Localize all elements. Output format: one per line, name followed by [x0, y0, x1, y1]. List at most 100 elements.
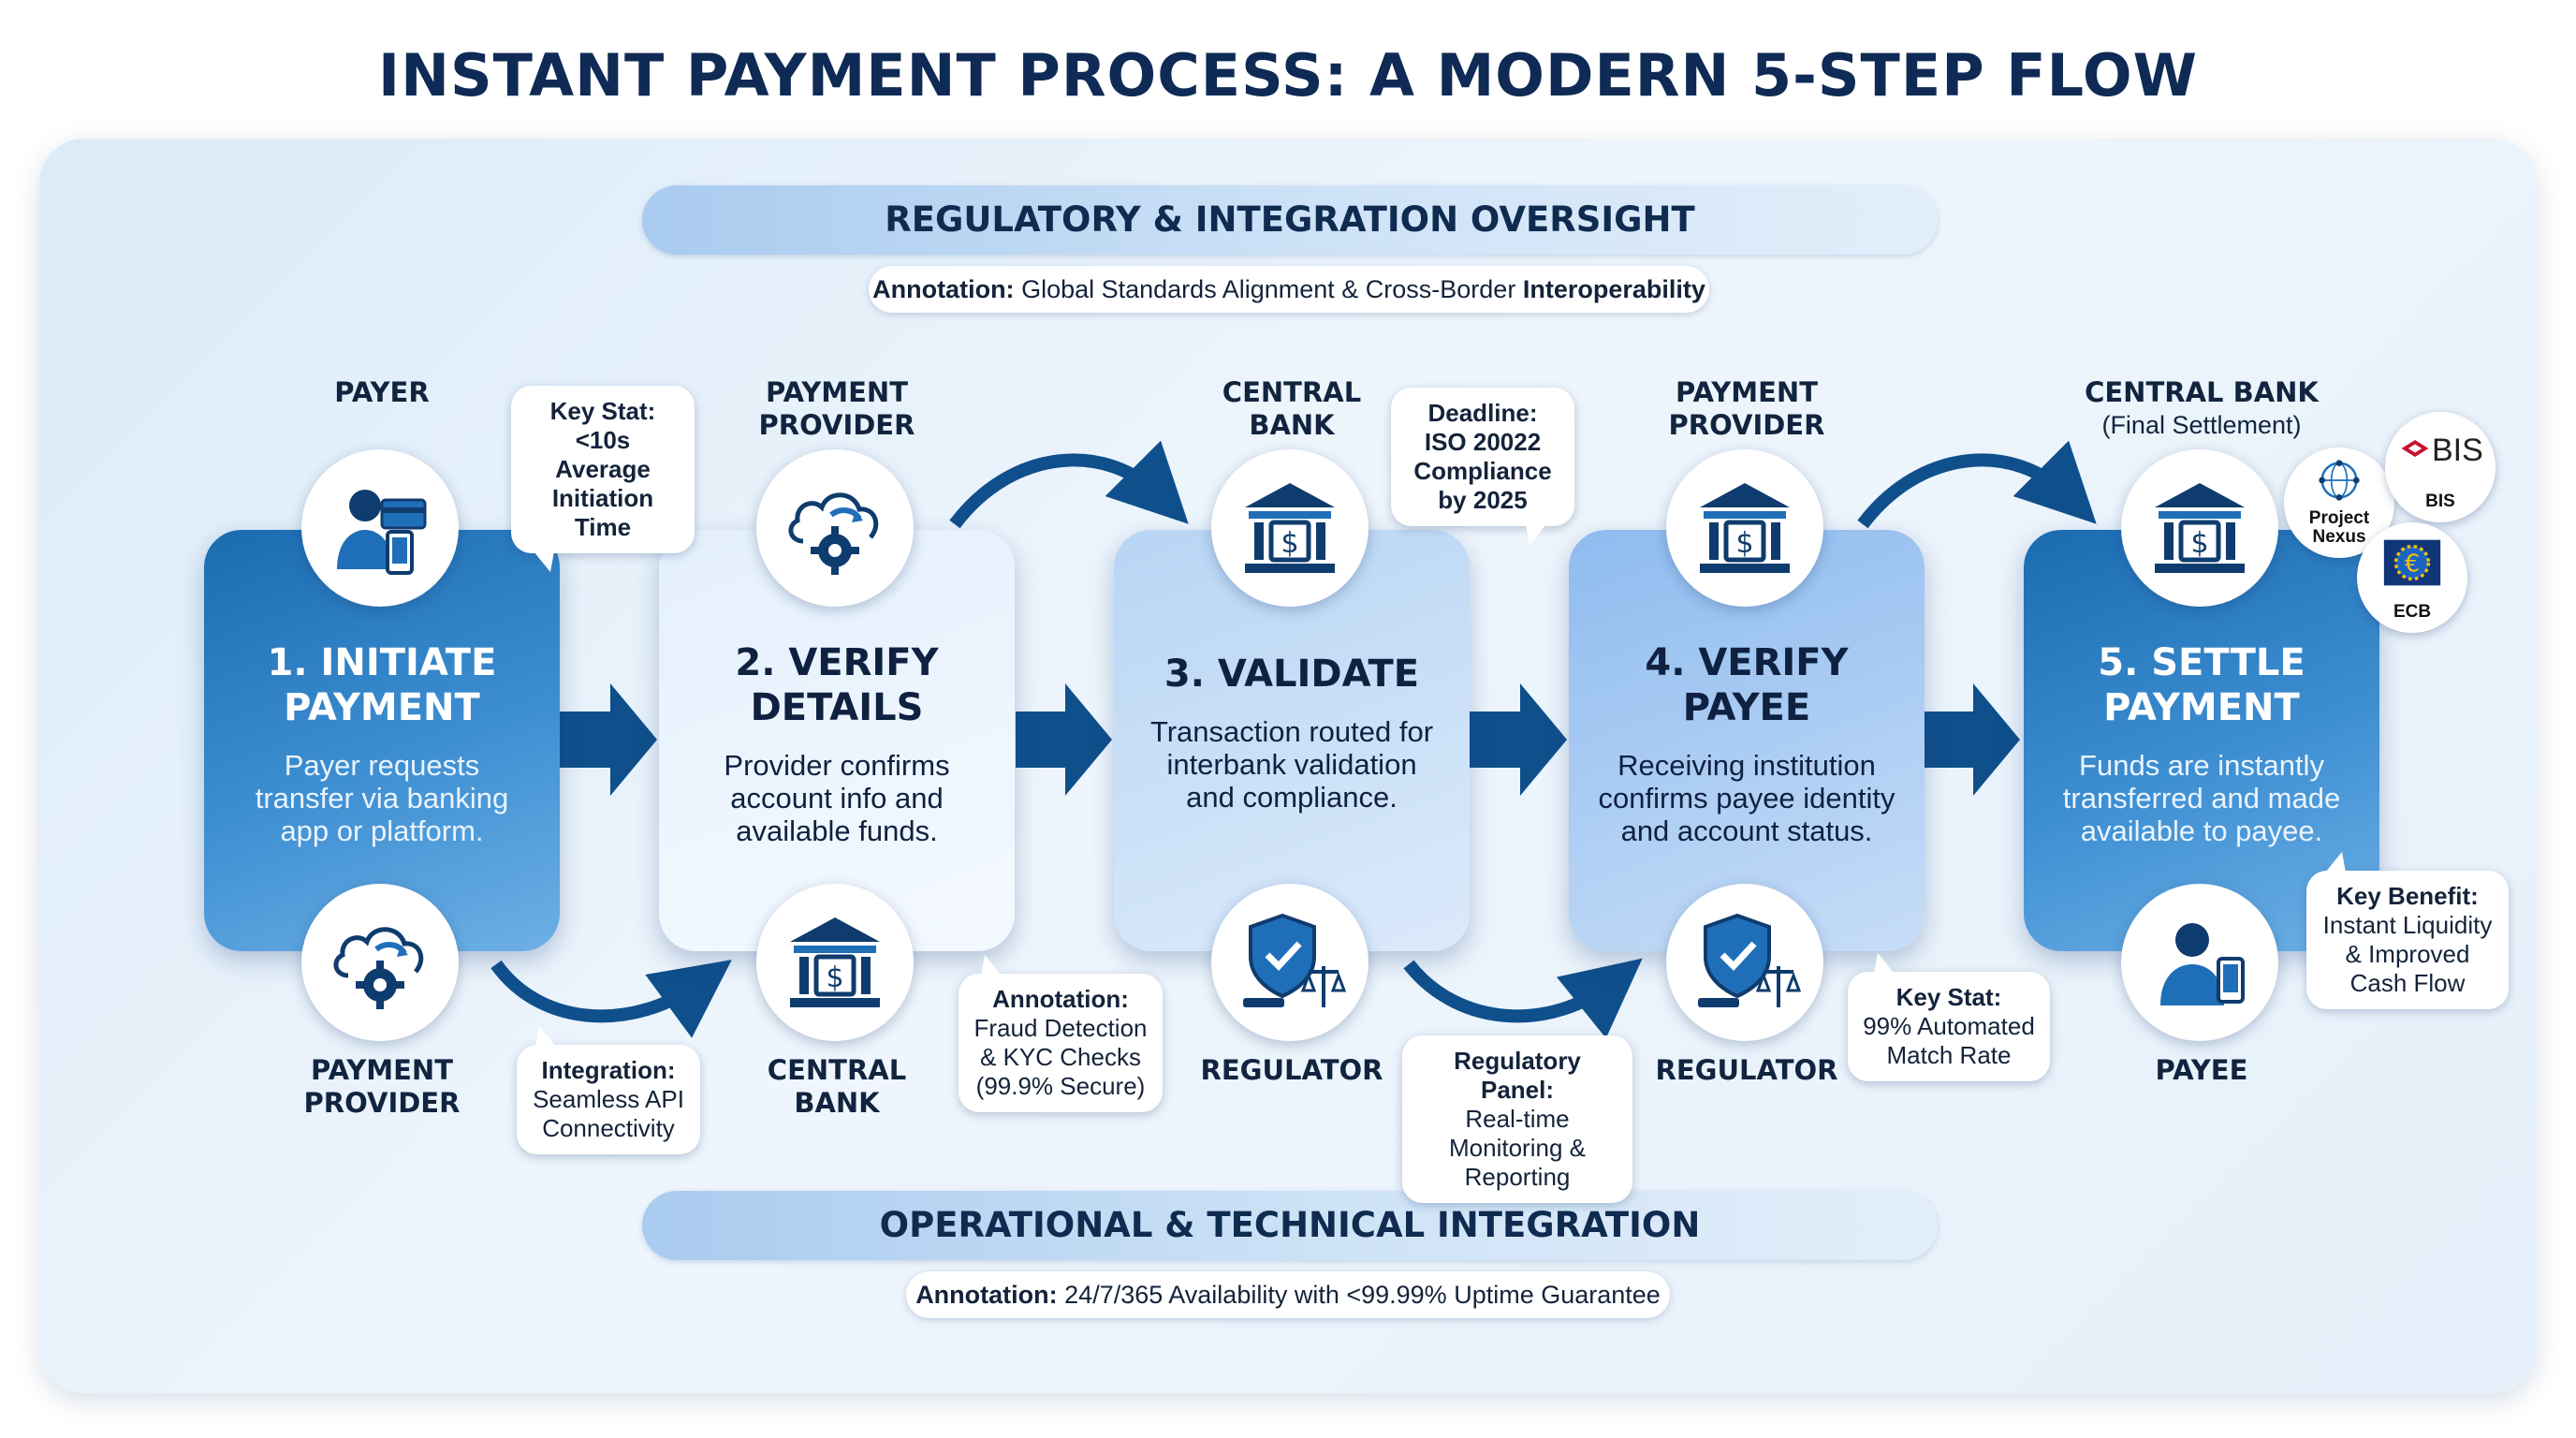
circle-top-2: [756, 449, 914, 607]
step-1-title-line1: 1. INITIATE: [267, 641, 497, 684]
step-2-desc-line1: Provider confirms: [724, 749, 950, 782]
callout-regulatory-head: Regulatory Panel:: [1454, 1047, 1581, 1104]
step-4-desc-line1: Receiving institution: [1617, 749, 1876, 782]
role-bottom-2: CENTRAL BANK: [743, 1054, 930, 1120]
top-annotation-text: Global Standards Alignment & Cross-Borde…: [1021, 275, 1516, 303]
bis-wordmark: BIS: [2432, 433, 2483, 468]
operational-integration-band: OPERATIONAL & TECHNICAL INTEGRATION: [642, 1191, 1938, 1260]
shield-scales-icon: [1698, 913, 1801, 1007]
role-top-3-line2: BANK: [1249, 409, 1335, 441]
payee-person-icon: [2160, 923, 2245, 1005]
step-1-title-line2: PAYMENT: [284, 686, 480, 729]
callout-regulatory-line2: Monitoring &: [1449, 1134, 1586, 1162]
callout-deadline-line1: ISO 20022: [1424, 428, 1542, 456]
circle-bottom-4: [1666, 884, 1823, 1041]
step-5-title-line1: 5. SETTLE: [2098, 641, 2305, 684]
step-5-desc-line2: transferred and made: [2062, 782, 2341, 814]
callout-deadline-head: Deadline:: [1427, 399, 1538, 427]
step-3-desc-line2: interbank validation: [1166, 748, 1417, 781]
step-3-title-line1: 3. VALIDATE: [1164, 653, 1420, 696]
globe-network-icon: [2319, 460, 2360, 501]
role-top-3-line1: CENTRAL: [1222, 376, 1362, 408]
step-3-desc-line1: Transaction routed for: [1149, 715, 1434, 748]
svg-text:€: €: [2405, 550, 2420, 578]
circle-top-5: $: [2121, 449, 2278, 607]
role-bottom-3-line1: REGULATOR: [1200, 1054, 1383, 1086]
step-5-title-line2: PAYMENT: [2103, 686, 2300, 729]
callout-key-stat-2-head: Key Stat:: [1895, 983, 2002, 1011]
step-1-desc-line2: transfer via banking: [255, 782, 509, 814]
circle-top-4: $: [1666, 449, 1823, 607]
role-bottom-1-line1: PAYMENT: [311, 1054, 453, 1086]
role-bottom-4: REGULATOR: [1634, 1054, 1859, 1087]
ecb-logo: € ECB: [2357, 522, 2467, 633]
callout-key-benefit-line2: & Improved: [2345, 940, 2470, 968]
circle-bottom-2: $: [756, 884, 914, 1041]
role-bottom-4-line1: REGULATOR: [1655, 1054, 1838, 1086]
role-top-2-line2: PROVIDER: [758, 409, 915, 441]
role-bottom-3: REGULATOR: [1179, 1054, 1404, 1087]
callout-deadline-line3: by 2025: [1438, 486, 1528, 514]
callout-key-stat-2-line2: Match Rate: [1886, 1041, 2012, 1069]
callout-key-benefit-head: Key Benefit:: [2336, 882, 2479, 910]
callout-fraud-head: Annotation:: [992, 985, 1129, 1013]
step-4-title-line2: PAYEE: [1682, 686, 1811, 729]
callout-integration-head: Integration:: [541, 1056, 676, 1084]
role-top-4-line1: PAYMENT: [1676, 376, 1818, 408]
callout-key-stat-match-rate: Key Stat: 99% Automated Match Rate: [1848, 953, 2050, 1081]
callout-regulatory-line1: Real-time: [1465, 1105, 1570, 1133]
role-top-2: PAYMENT PROVIDER: [743, 376, 930, 442]
callout-integration: Integration: Seamless API Connectivity: [517, 1026, 700, 1154]
step-2-title-line2: DETAILS: [750, 686, 924, 729]
top-annotation-bold-tail: Interoperability: [1522, 275, 1705, 303]
circle-top-1: [301, 449, 459, 607]
bottom-annotation: Annotation: 24/7/365 Availability with <…: [906, 1271, 1670, 1318]
bank-icon: $: [1700, 483, 1790, 573]
callout-integration-line1: Seamless API: [533, 1085, 684, 1113]
callout-deadline-line2: Compliance: [1413, 457, 1552, 485]
callout-deadline: Deadline: ISO 20022 Compliance by 2025: [1391, 388, 1574, 545]
svg-text:$: $: [2190, 527, 2208, 560]
svg-text:$: $: [1735, 527, 1753, 560]
page-title: INSTANT PAYMENT PROCESS: A MODERN 5-STEP…: [378, 41, 2198, 110]
role-top-5-line2: (Final Settlement): [2101, 411, 2302, 439]
callout-key-stat-1-line3: Time: [574, 513, 632, 541]
step-card-4: 4. VERIFY PAYEE Receiving institution co…: [1569, 530, 1925, 951]
circle-bottom-5: [2121, 884, 2278, 1041]
role-bottom-2-line1: CENTRAL: [767, 1054, 907, 1086]
step-1-desc-line1: Payer requests: [284, 749, 480, 782]
role-top-5: CENTRAL BANK (Final Settlement): [2071, 376, 2333, 442]
bis-label: BIS: [2425, 492, 2455, 511]
nexus-label-line1: Project: [2308, 508, 2370, 528]
callout-fraud-line2: & KYC Checks: [980, 1043, 1141, 1071]
project-nexus-logo: Project Nexus: [2284, 448, 2394, 558]
cloud-gear-icon: [788, 492, 879, 575]
top-annotation-label: Annotation:: [872, 275, 1015, 303]
role-bottom-2-line2: BANK: [794, 1087, 880, 1119]
bis-mark-icon: [2401, 440, 2429, 457]
step-4-desc-line3: and account status.: [1620, 814, 1873, 847]
bank-icon: $: [1245, 483, 1335, 573]
bottom-annotation-text: 24/7/365 Availability with <99.99% Uptim…: [1064, 1281, 1661, 1309]
role-top-4-line2: PROVIDER: [1668, 409, 1825, 441]
callout-key-benefit: Key Benefit: Instant Liquidity & Improve…: [2306, 852, 2509, 1009]
step-2-desc-line2: account info and: [730, 782, 944, 814]
role-top-2-line1: PAYMENT: [766, 376, 908, 408]
shield-scales-icon: [1243, 913, 1346, 1007]
step-2-title-line1: 2. VERIFY: [735, 641, 939, 684]
ecb-label: ECB: [2393, 602, 2432, 622]
step-5-desc-line1: Funds are instantly: [2079, 749, 2324, 782]
step-5-desc-line3: available to payee.: [2080, 814, 2323, 847]
step-3-desc-line3: and compliance.: [1186, 781, 1398, 814]
step-2-desc-line3: available funds.: [736, 814, 938, 847]
circle-top-3: $: [1211, 449, 1368, 607]
role-bottom-1: PAYMENT PROVIDER: [288, 1054, 476, 1120]
role-bottom-5-line1: PAYEE: [2155, 1054, 2248, 1086]
callout-key-stat-2-line1: 99% Automated: [1863, 1012, 2035, 1040]
circle-bottom-3: [1211, 884, 1368, 1041]
callout-regulatory-panel: Regulatory Panel: Real-time Monitoring &…: [1402, 1035, 1632, 1203]
callout-key-benefit-line3: Cash Flow: [2349, 969, 2466, 997]
step-4-title-line1: 4. VERIFY: [1645, 641, 1849, 684]
role-top-5-line1: CENTRAL BANK: [2085, 376, 2319, 408]
callout-key-stat-1-head: Key Stat:: [549, 397, 656, 425]
